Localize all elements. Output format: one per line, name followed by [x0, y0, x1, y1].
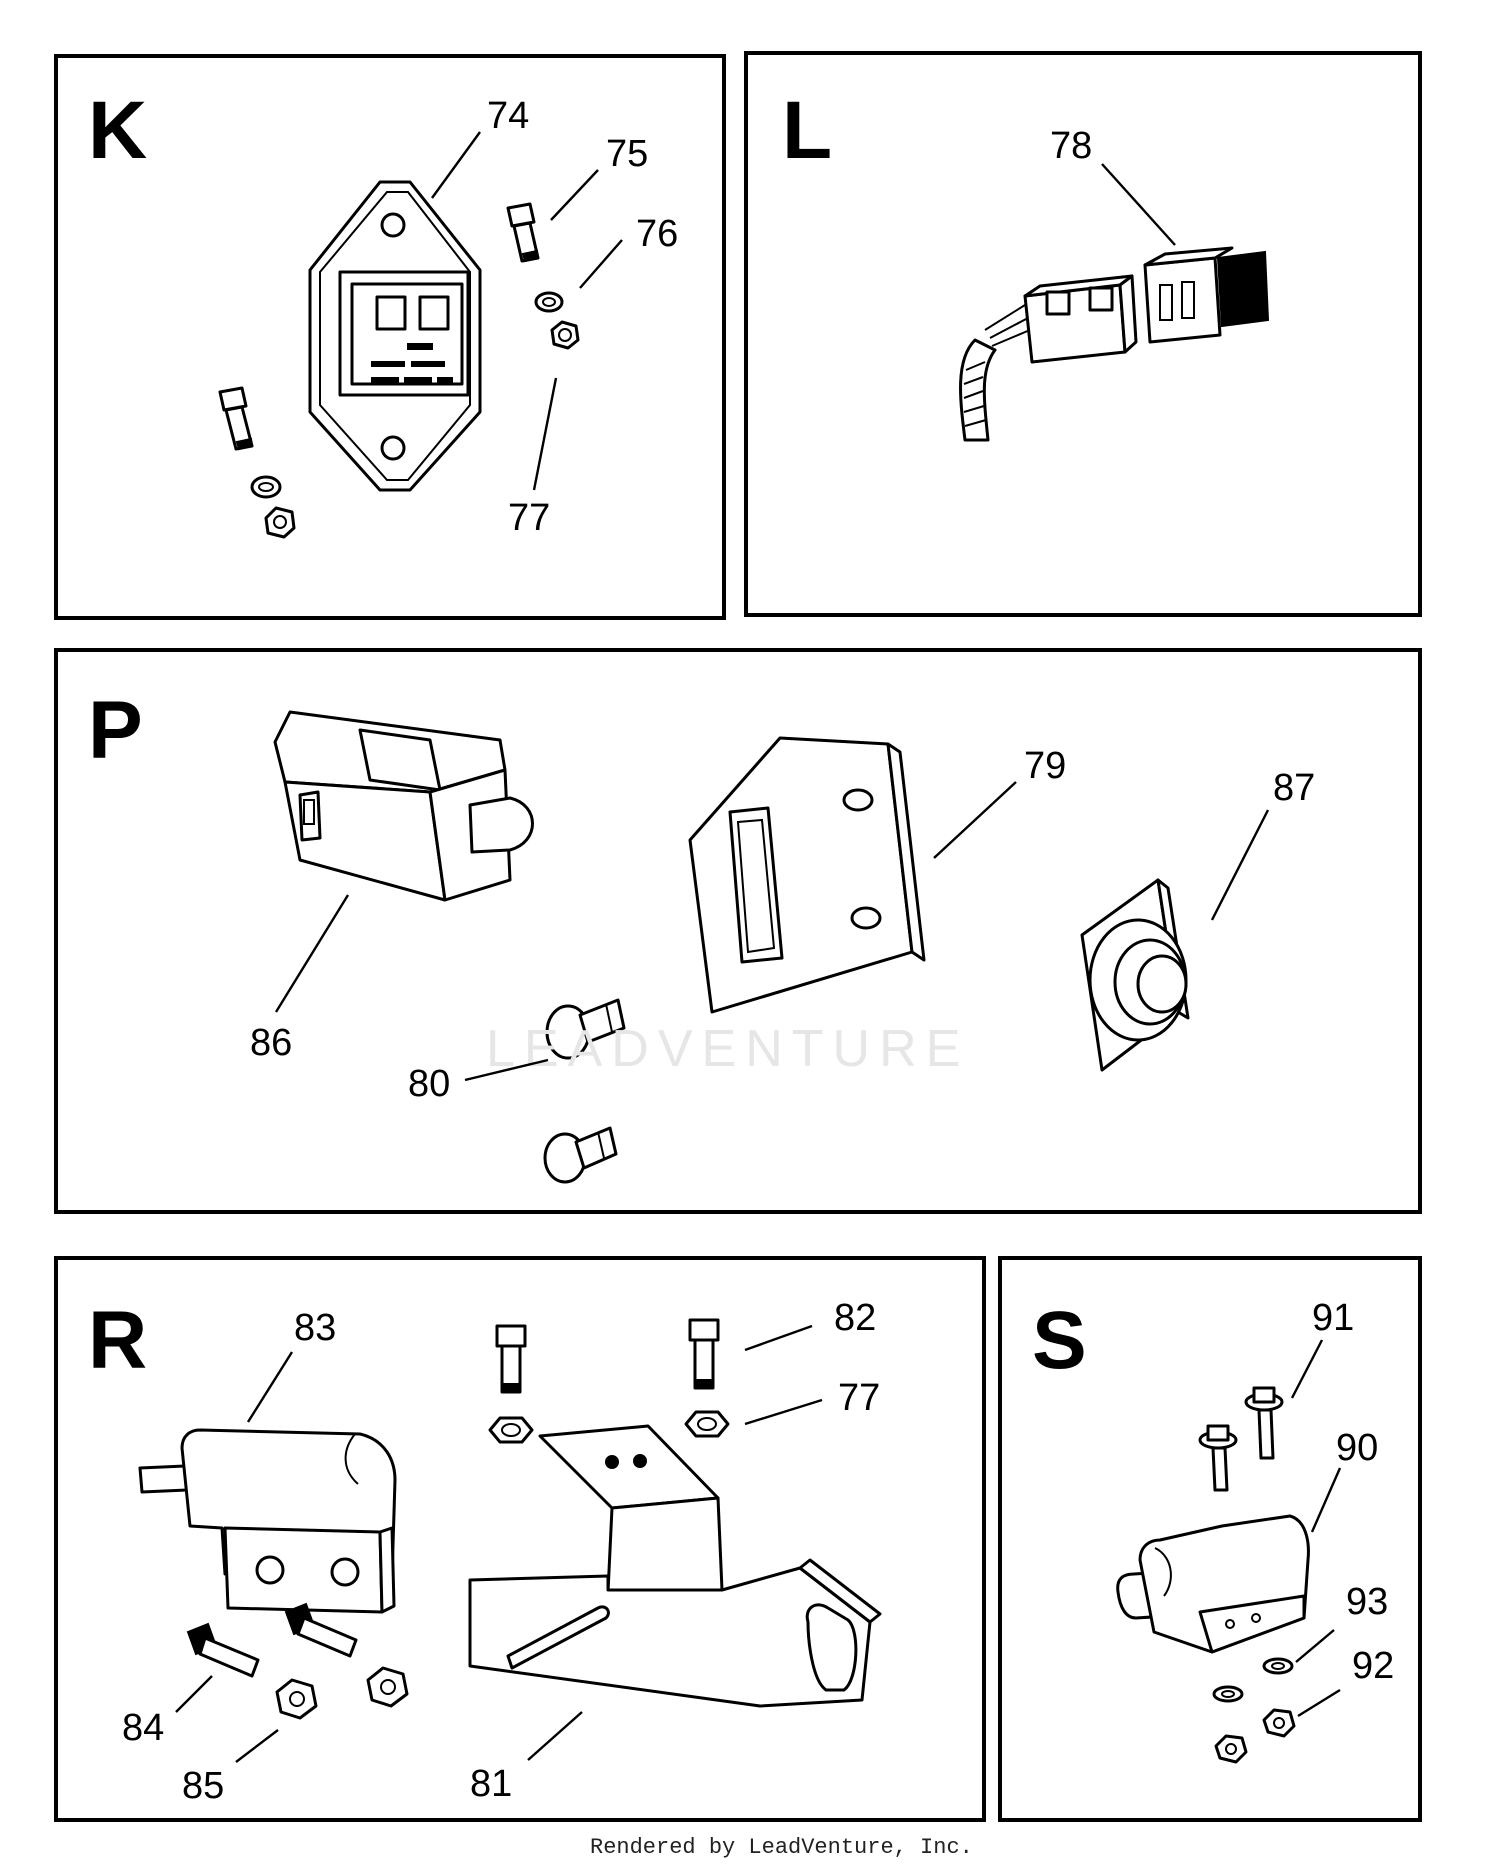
hex-nut-part [275, 1666, 409, 1720]
plunger-switch-part [273, 710, 534, 902]
panel-l: L 78 [744, 51, 1422, 617]
callout-84: 84 [122, 1707, 164, 1749]
switch-bracket-part [468, 1424, 882, 1708]
callout-90: 90 [1336, 1427, 1378, 1469]
panel-s: S 91 [998, 1256, 1422, 1822]
button-cap-part [1080, 878, 1190, 1072]
callout-86: 86 [250, 1022, 292, 1064]
mounting-bracket-part [688, 736, 926, 1014]
panel-l-letter: L [782, 85, 832, 176]
callout-79: 79 [1024, 745, 1066, 787]
callout-82: 82 [834, 1297, 876, 1339]
callout-74: 74 [487, 95, 529, 137]
bolt-nut-top-part [488, 1318, 730, 1444]
panel-k: K [54, 54, 726, 620]
panel-k-letter: K [88, 85, 147, 176]
flange-bolt-part [1198, 1386, 1284, 1492]
panel-r-letter: R [88, 1295, 147, 1386]
panel-r: R [54, 1256, 986, 1822]
callout-80: 80 [408, 1063, 450, 1105]
bolt-washer-nut-left-part [218, 386, 296, 539]
callout-85: 85 [182, 1765, 224, 1807]
panel-p: P [54, 648, 1422, 1214]
footer-credit: Rendered by LeadVenture, Inc. [590, 1835, 973, 1860]
callout-91: 91 [1312, 1297, 1354, 1339]
safety-switch-part [1116, 1514, 1310, 1654]
receptacle-plate-part [308, 180, 482, 492]
washer-nut-s-part [1212, 1657, 1296, 1764]
callout-83: 83 [294, 1307, 336, 1349]
callout-87: 87 [1273, 767, 1315, 809]
washer-nut-part [534, 291, 580, 350]
callout-75: 75 [606, 133, 648, 175]
callout-77: 77 [508, 497, 550, 539]
callout-78: 78 [1050, 125, 1092, 167]
wire-connector-part [959, 246, 1270, 442]
callout-93: 93 [1346, 1581, 1388, 1623]
bolt-part [506, 202, 540, 263]
panel-p-letter: P [88, 685, 143, 776]
callout-92: 92 [1352, 1645, 1394, 1687]
panel-s-letter: S [1032, 1295, 1087, 1386]
push-pin-part [543, 998, 626, 1184]
callout-76: 76 [636, 213, 678, 255]
interlock-switch-part [138, 1428, 397, 1614]
watermark: LEADVENTURE [486, 1020, 969, 1078]
carriage-bolt-part [186, 1602, 358, 1678]
callout-81: 81 [470, 1763, 512, 1805]
callout-77-r: 77 [838, 1377, 880, 1419]
